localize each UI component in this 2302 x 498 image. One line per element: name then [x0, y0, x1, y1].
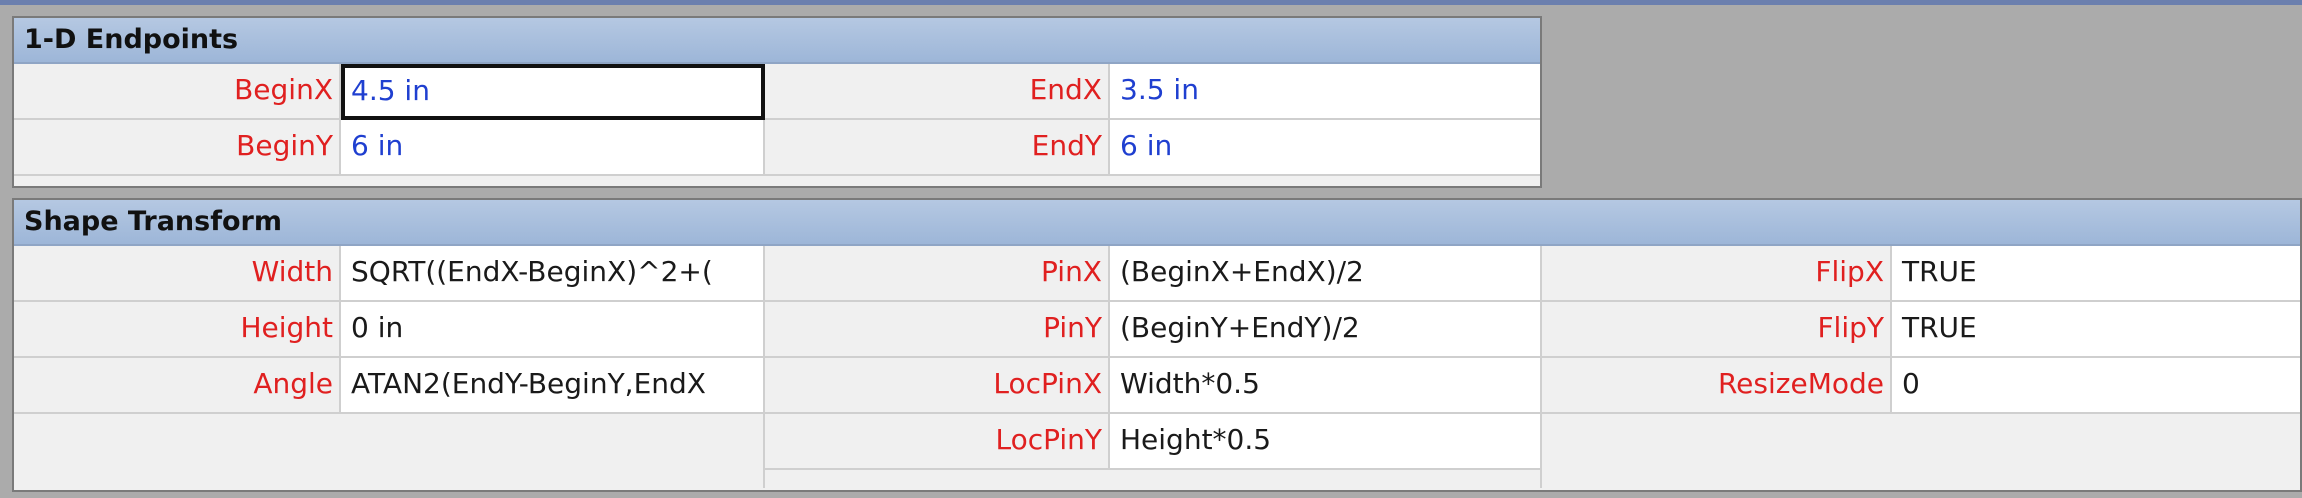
begin-y-label: BeginY [14, 120, 341, 176]
section-1d-endpoints: 1-D Endpoints BeginX 4.5 in EndX 3.5 in … [12, 16, 1542, 188]
height-label: Height [14, 302, 341, 358]
flip-y-value[interactable]: TRUE [1892, 302, 2300, 358]
angle-value[interactable]: ATAN2(EndY-BeginY,EndX [341, 358, 765, 414]
flip-x-label: FlipX [1542, 246, 1892, 302]
width-value[interactable]: SQRT((EndX-BeginX)^2+( [341, 246, 765, 302]
loc-pin-x-value[interactable]: Width*0.5 [1110, 358, 1542, 414]
resize-mode-value[interactable]: 0 [1892, 358, 2300, 414]
loc-pin-x-label: LocPinX [765, 358, 1110, 414]
loc-pin-y-value[interactable]: Height*0.5 [1110, 414, 1542, 470]
empty-cell [765, 470, 1542, 488]
begin-x-value[interactable]: 4.5 in [341, 64, 765, 120]
begin-x-label: BeginX [14, 64, 341, 120]
section-header-shape-transform[interactable]: Shape Transform [14, 200, 2300, 246]
end-y-value[interactable]: 6 in [1110, 120, 1540, 176]
window-top-border [0, 0, 2302, 5]
width-label: Width [14, 246, 341, 302]
loc-pin-y-label: LocPinY [765, 414, 1110, 470]
end-x-value[interactable]: 3.5 in [1110, 64, 1540, 120]
pin-x-label: PinX [765, 246, 1110, 302]
pin-y-value[interactable]: (BeginY+EndY)/2 [1110, 302, 1542, 358]
empty-cell [1542, 414, 2300, 488]
resize-mode-label: ResizeMode [1542, 358, 1892, 414]
begin-y-value[interactable]: 6 in [341, 120, 765, 176]
flip-y-label: FlipY [1542, 302, 1892, 358]
pin-x-value[interactable]: (BeginX+EndX)/2 [1110, 246, 1542, 302]
pin-y-label: PinY [765, 302, 1110, 358]
section-header-1d-endpoints[interactable]: 1-D Endpoints [14, 18, 1540, 64]
end-x-label: EndX [765, 64, 1110, 120]
empty-cell [14, 414, 765, 488]
flip-x-value[interactable]: TRUE [1892, 246, 2300, 302]
end-y-label: EndY [765, 120, 1110, 176]
section-shape-transform: Shape Transform Width SQRT((EndX-BeginX)… [12, 198, 2302, 492]
angle-label: Angle [14, 358, 341, 414]
height-value[interactable]: 0 in [341, 302, 765, 358]
